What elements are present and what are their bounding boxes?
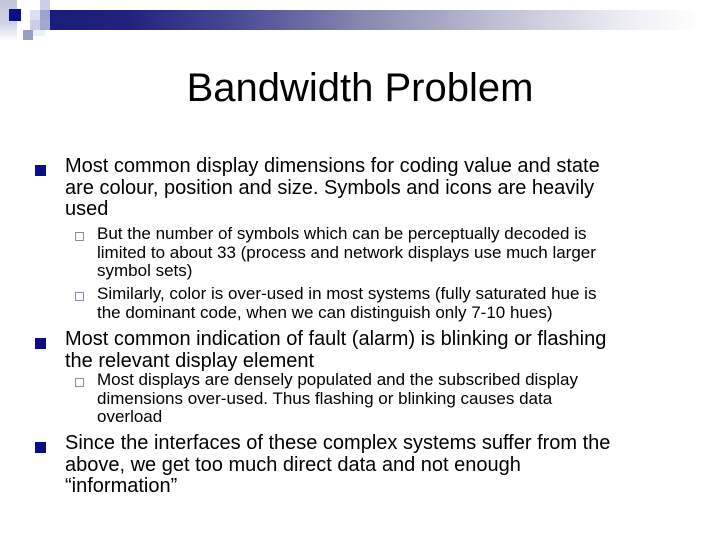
sub-bullet-text: But the number of symbols which can be p…: [97, 224, 596, 280]
filled-square-bullet-icon: [35, 165, 46, 176]
hollow-square-bullet-icon: [75, 292, 84, 301]
bullet-text: Since the interfaces of these complex sy…: [65, 432, 611, 497]
decorative-square: [40, 0, 50, 10]
bullet-item: Since the interfaces of these complex sy…: [35, 432, 695, 498]
bullet-text: Most common display dimensions for codin…: [65, 155, 600, 220]
sub-bullet-item: Most displays are densely populated and …: [75, 370, 695, 427]
sub-bullet-item: But the number of symbols which can be p…: [75, 224, 695, 281]
bullet-item: Most common indication of fault (alarm) …: [35, 328, 695, 372]
decorative-square: [30, 20, 40, 30]
decorative-square: [40, 20, 50, 30]
sub-bullet-text: Similarly, color is over-used in most sy…: [97, 284, 597, 322]
decorative-square-navy: [9, 9, 21, 21]
filled-square-bullet-icon: [35, 338, 46, 349]
decorative-square: [30, 10, 40, 20]
sub-bullet-text: Most displays are densely populated and …: [97, 370, 579, 426]
bullet-text: Most common indication of fault (alarm) …: [65, 328, 607, 372]
hollow-square-bullet-icon: [75, 232, 84, 241]
filled-square-bullet-icon: [35, 442, 46, 453]
decorative-square: [40, 10, 50, 20]
sub-bullet-item: Similarly, color is over-used in most sy…: [75, 284, 695, 322]
hollow-square-bullet-icon: [75, 378, 84, 387]
header-gradient-bar: [50, 10, 720, 30]
decorative-square: [23, 30, 33, 40]
bullet-item: Most common display dimensions for codin…: [35, 155, 695, 221]
decorative-square: [33, 30, 45, 36]
slide-title: Bandwidth Problem: [186, 66, 534, 110]
